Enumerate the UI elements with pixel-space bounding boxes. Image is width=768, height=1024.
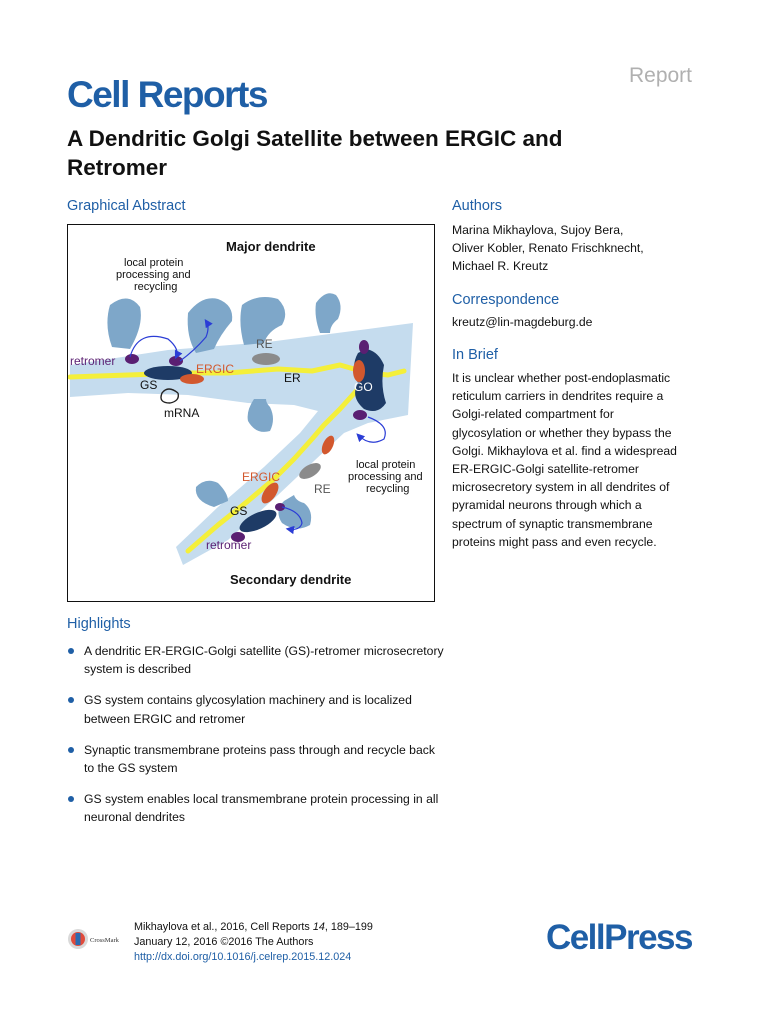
major-dendrite-shape — [70, 323, 413, 565]
ergic-top-organelle — [180, 374, 204, 384]
bullet-icon — [68, 697, 74, 704]
authors-line: Marina Mikhaylova, Sujoy Bera, — [452, 223, 624, 237]
highlight-item: GS system enables local transmembrane pr… — [67, 790, 447, 826]
highlight-item: Synaptic transmembrane proteins pass thr… — [67, 741, 447, 777]
in-brief-line: spectrum of synaptic transmembrane — [452, 516, 653, 531]
authors-list: Marina Mikhaylova, Sujoy Bera, Oliver Ko… — [452, 221, 732, 276]
label-ergic-top: ERGIC — [196, 362, 234, 376]
in-brief-heading: In Brief — [452, 347, 498, 363]
ergic-go-organelle — [353, 360, 365, 382]
gs-bottom-organelle — [239, 509, 277, 533]
citation-volume: 14 — [312, 921, 325, 933]
highlight-text: GS system contains glycosylation machine… — [84, 693, 412, 726]
label-gs-top: GS — [140, 378, 157, 392]
label-local-protein-top-1: local protein — [124, 257, 183, 269]
article-type-label: Report — [628, 64, 692, 87]
ergic-mid-organelle — [321, 435, 335, 455]
label-local-protein-right-2: processing and — [348, 471, 423, 483]
citation-pages: , 189–199 — [324, 921, 373, 933]
label-re-top: RE — [256, 337, 273, 351]
in-brief-line: proteins might pass and even recycle. — [452, 534, 657, 549]
re-bottom-organelle — [299, 463, 321, 479]
in-brief-line: microsecretory system in all dendrites o… — [452, 480, 670, 495]
journal-logo: Cell Reports — [67, 74, 268, 115]
highlights-heading: Highlights — [67, 616, 131, 632]
ergic-bottom-organelle — [261, 482, 279, 504]
in-brief-line: It is unclear whether post-endoplasmatic — [452, 371, 671, 385]
mrna-squiggle — [160, 388, 180, 404]
label-go: GO — [354, 380, 373, 394]
bullet-icon — [68, 648, 74, 654]
in-brief-line: Golgi-related compartment for — [452, 407, 614, 422]
highlight-item: GS system contains glycosylation machine… — [67, 691, 447, 727]
label-local-protein-top-2: processing and — [116, 269, 191, 281]
authors-line: Oliver Kobler, Renato Frischknecht, — [452, 241, 644, 256]
highlight-text: A dendritic ER-ERGIC-Golgi satellite (GS… — [84, 644, 444, 677]
highlight-text: Synaptic transmembrane proteins pass thr… — [84, 742, 435, 776]
publisher-logo: CellPress — [545, 918, 694, 957]
graphical-abstract-illustration: Major dendrite Secondary dendrite local … — [68, 239, 423, 587]
re-top-organelle — [252, 353, 280, 365]
label-ergic-bottom: ERGIC — [242, 470, 280, 484]
highlights-list: A dendritic ER-ERGIC-Golgi satellite (GS… — [67, 642, 447, 840]
highlight-item: A dendritic ER-ERGIC-Golgi satellite (GS… — [67, 642, 447, 678]
label-local-protein-right-1: local protein — [356, 459, 415, 471]
label-retromer-top: retromer — [70, 354, 115, 368]
graphical-abstract-figure: Major dendrite Secondary dendrite local … — [67, 224, 435, 602]
in-brief-text: It is unclear whether post-endoplasmatic… — [452, 369, 742, 551]
recycling-arrow-go — [356, 416, 386, 443]
label-er: ER — [284, 371, 301, 385]
citation-prefix: Mikhaylova et al., 2016, Cell Reports — [134, 921, 313, 933]
dendritic-spines — [107, 293, 341, 529]
recycling-arrow-top-left — [129, 335, 183, 360]
doi-link[interactable]: http://dx.doi.org/10.1016/j.celrep.2015.… — [134, 951, 352, 963]
gs-top-organelle — [144, 366, 192, 380]
authors-heading: Authors — [452, 198, 502, 214]
citation-block: Mikhaylova et al., 2016, Cell Reports 14… — [134, 920, 373, 965]
bullet-icon — [68, 746, 74, 753]
in-brief-line: ER-ERGIC-Golgi satellite-retromer — [452, 462, 639, 477]
label-secondary-dendrite: Secondary dendrite — [230, 572, 351, 587]
correspondence-heading: Correspondence — [452, 292, 560, 308]
label-re-bottom: RE — [314, 482, 331, 496]
label-mrna: mRNA — [164, 406, 199, 420]
correspondence-email[interactable]: kreutz@lin-magdeburg.de — [452, 315, 593, 329]
crossmark-label: CrossMark — [90, 937, 120, 944]
citation-line: Mikhaylova et al., 2016, Cell Reports 14… — [134, 920, 373, 935]
in-brief-line: glycosylation or whether they bypass the — [452, 425, 672, 440]
article-title: A Dendritic Golgi Satellite between ERGI… — [67, 126, 563, 180]
highlight-text: GS system enables local transmembrane pr… — [84, 792, 439, 825]
authors-line: Michael R. Kreutz — [452, 259, 549, 274]
in-brief-line: pyramidal neurons through which a — [452, 498, 642, 513]
label-major-dendrite: Major dendrite — [226, 239, 316, 254]
recycling-arrow-top-right — [179, 319, 213, 362]
bullet-icon — [68, 796, 74, 803]
label-retromer-bottom: retromer — [206, 538, 251, 552]
recycling-arrow-bottom — [281, 506, 303, 535]
label-local-protein-right-3: recycling — [366, 483, 409, 495]
label-local-protein-top-3: recycling — [134, 281, 177, 293]
date-line: January 12, 2016 ©2016 The Authors — [134, 936, 314, 948]
in-brief-line: Golgi. Mikhaylova et al. find a widespre… — [452, 443, 677, 458]
crossmark-icon[interactable]: CrossMark — [67, 928, 127, 950]
in-brief-line: reticulum carriers in dendrites require … — [452, 389, 664, 404]
graphical-abstract-heading: Graphical Abstract — [67, 198, 186, 214]
label-gs-bottom: GS — [230, 504, 247, 518]
